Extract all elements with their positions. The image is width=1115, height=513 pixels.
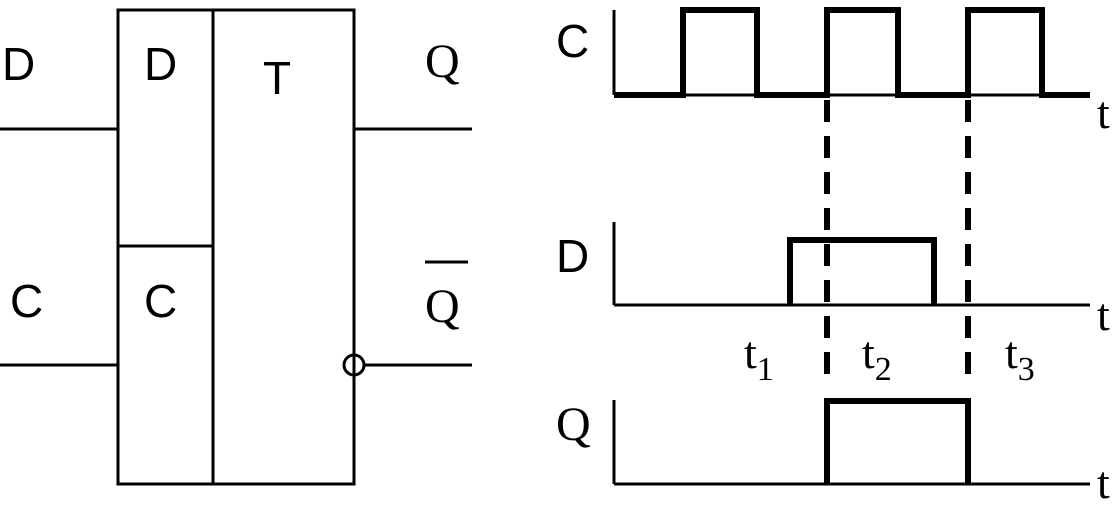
output-trace: Q t [556, 398, 1110, 508]
c-t-axis-label: t [1097, 87, 1110, 138]
flip-flop-symbol: D C D C T Q Q [0, 8, 472, 486]
q-waveform [824, 398, 971, 484]
t1-marker: t1 [744, 327, 774, 388]
d-signal-label: D [556, 230, 589, 282]
clock-trace: C t [556, 7, 1110, 138]
q-bar-output-label: Q [425, 280, 460, 333]
c-input-label: C [10, 275, 43, 327]
q-t-axis-label: t [1097, 457, 1110, 508]
d-waveform [787, 237, 937, 305]
t2-marker: t2 [862, 327, 892, 388]
c-waveform [614, 7, 1090, 98]
data-trace: D t t1 t2 t3 [556, 222, 1110, 388]
c-signal-label: C [556, 15, 589, 67]
d-pin-label: D [144, 38, 177, 90]
t-core-label: T [263, 52, 291, 104]
t3-marker: t3 [1005, 327, 1035, 388]
timing-diagram: C t D t t1 t2 t3 Q t [556, 7, 1110, 508]
q-signal-label: Q [556, 398, 591, 451]
c-pin-label: C [144, 275, 177, 327]
d-t-axis-label: t [1097, 289, 1110, 340]
d-input-label: D [2, 38, 35, 90]
q-output-label: Q [425, 35, 460, 88]
